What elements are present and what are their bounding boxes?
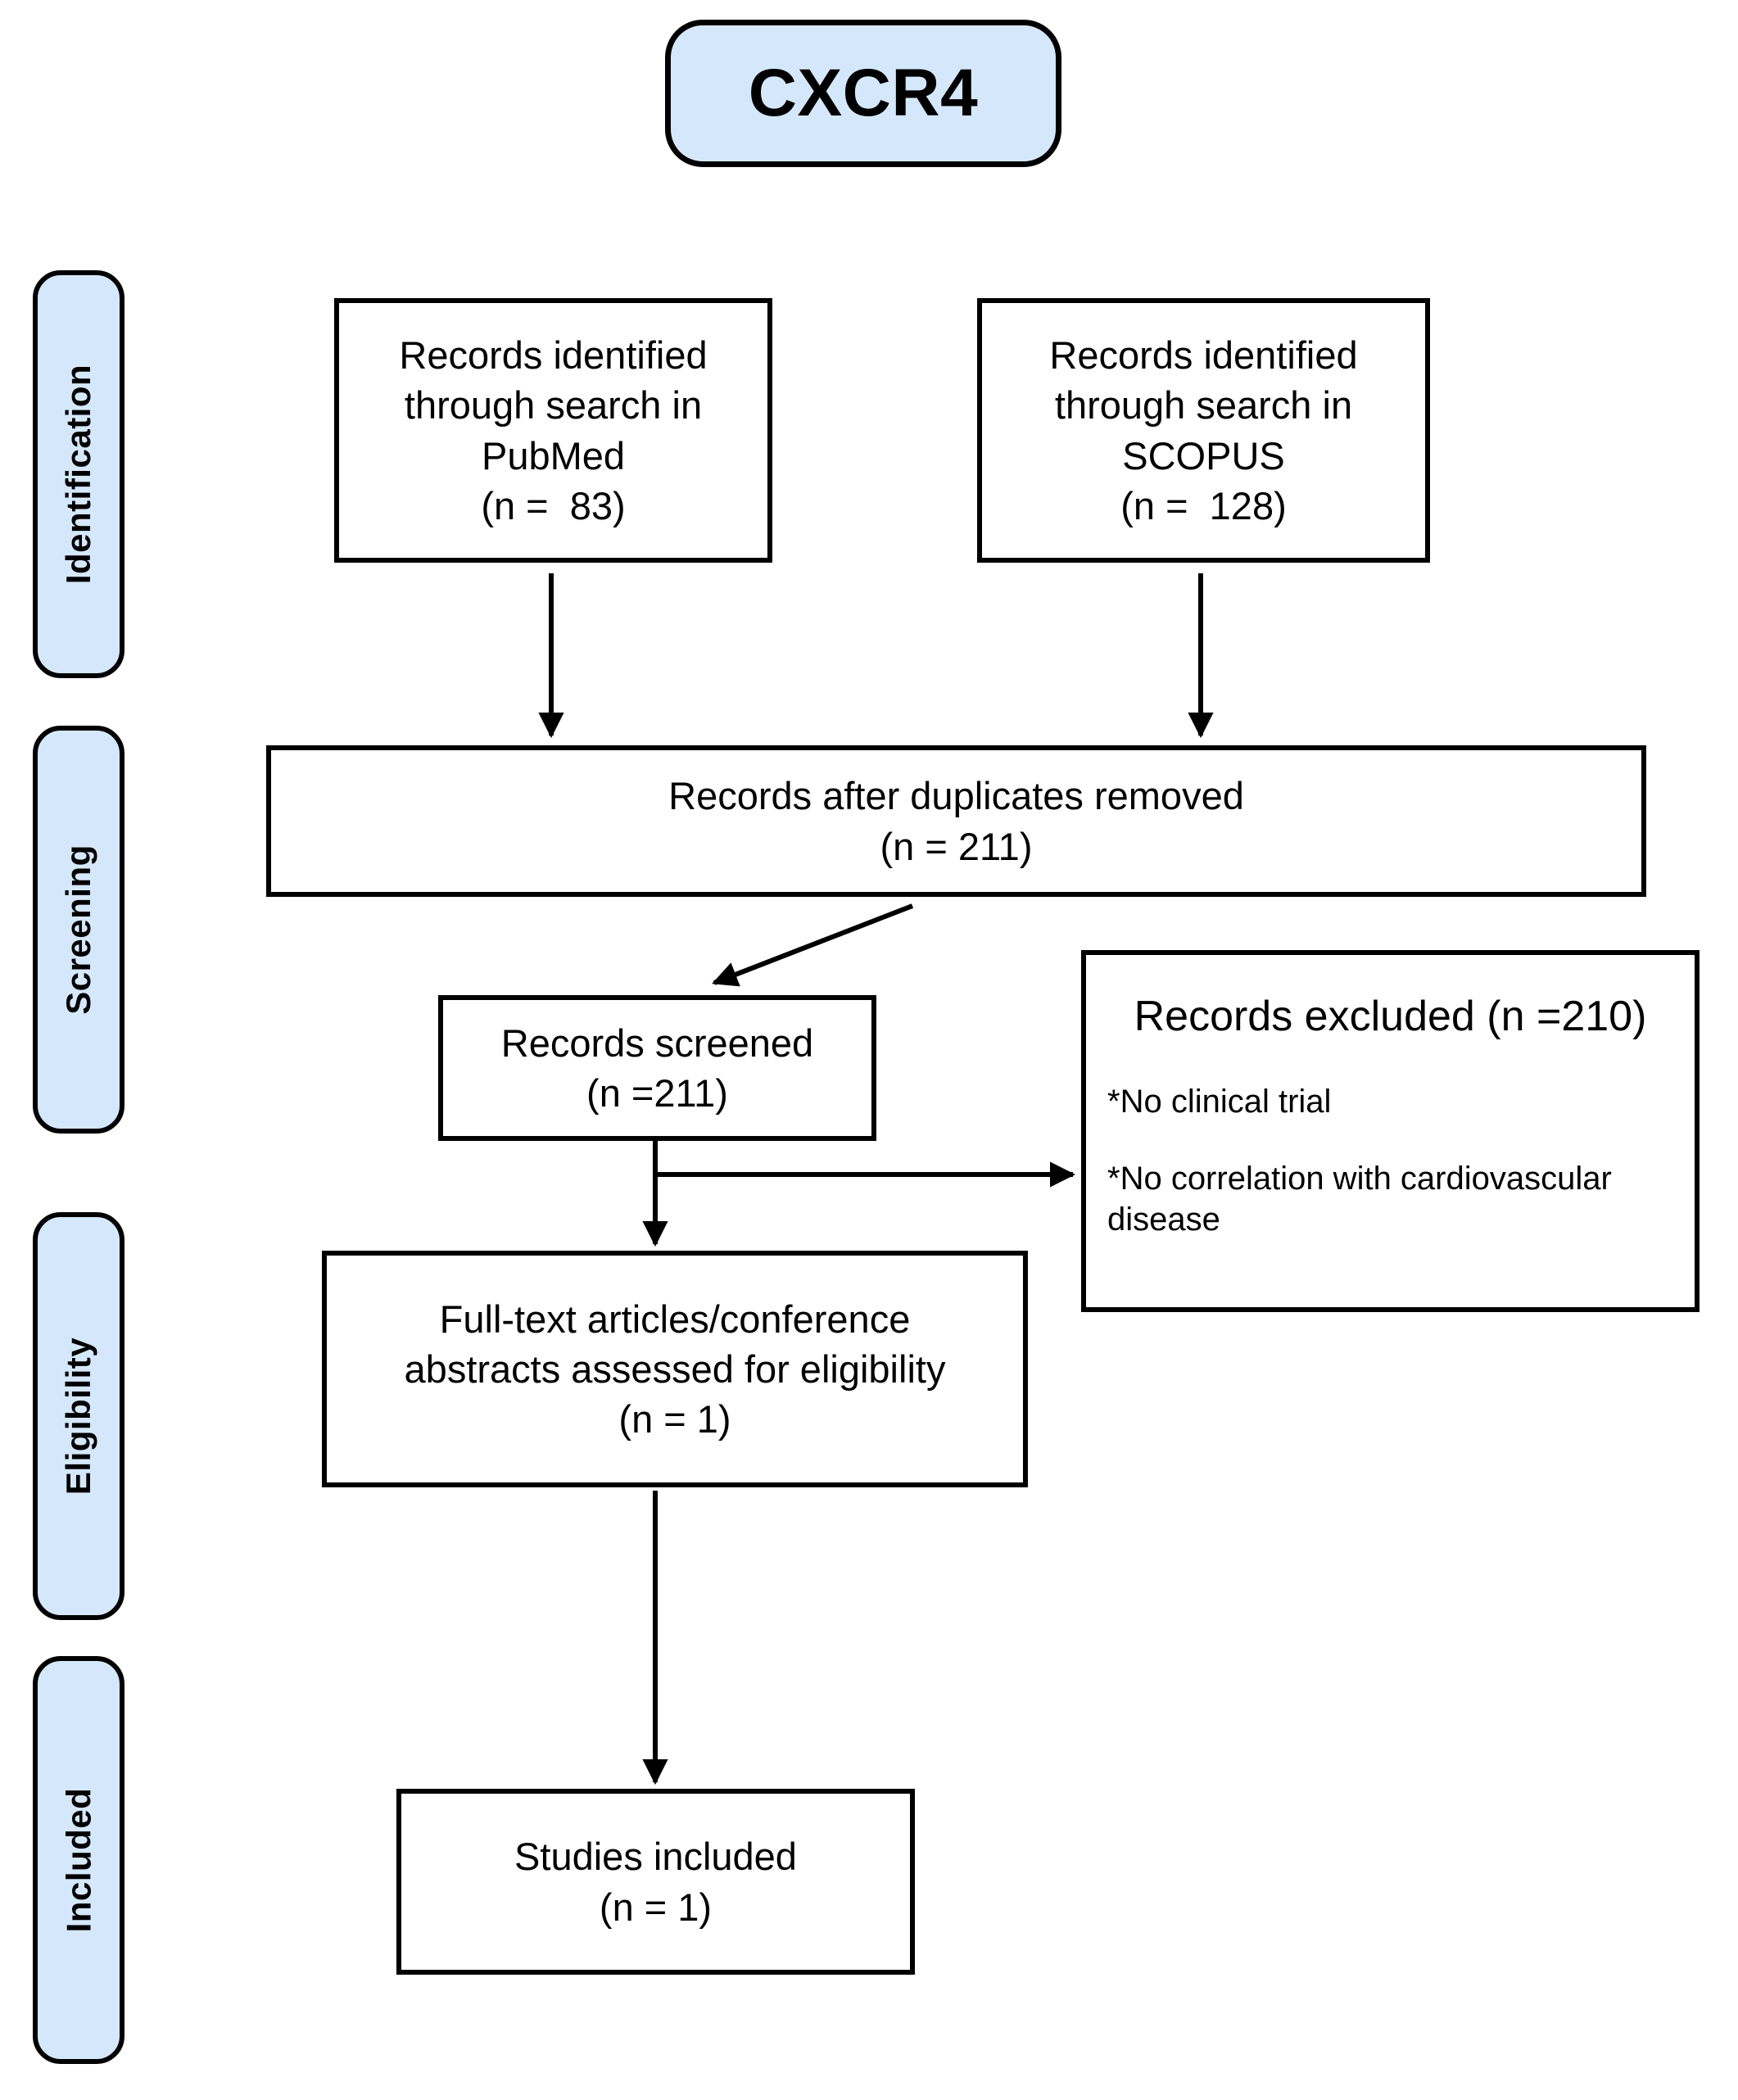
box-records-screened: Records screened (n =211) xyxy=(438,995,876,1141)
box-records-excluded: Records excluded (n =210) *No clinical t… xyxy=(1081,950,1700,1312)
box-records-identified-scopus: Records identified through search in SCO… xyxy=(977,298,1430,563)
box-line: Studies included xyxy=(514,1835,797,1879)
stage-label-eligibility: Eligibility xyxy=(33,1212,124,1620)
box-line: PubMed xyxy=(481,433,626,477)
box-line: Records screened xyxy=(500,1021,814,1065)
excluded-title: Records excluded (n =210) xyxy=(1134,993,1647,1040)
box-line: Records after duplicates removed xyxy=(668,774,1244,818)
stage-label-identification: Identification xyxy=(33,270,124,678)
arrow-duplicates-to-screened xyxy=(712,903,914,987)
stage-label-included: Included xyxy=(33,1656,124,2064)
box-line: SCOPUS xyxy=(1122,433,1285,477)
box-records-after-duplicates-removed: Records after duplicates removed (n = 21… xyxy=(266,745,1646,897)
box-line: Records identified xyxy=(399,333,708,378)
page-title: CXCR4 xyxy=(748,56,979,130)
box-records-identified-pubmed: Records identified through search in Pub… xyxy=(334,298,772,563)
excluded-reason: *No clinical trial xyxy=(1107,1083,1332,1120)
box-count: (n = 211) xyxy=(880,824,1033,868)
box-full-text-assessed-for-eligibility: Full-text articles/conference abstracts … xyxy=(322,1251,1028,1487)
diagram-title-box: CXCR4 xyxy=(665,20,1061,167)
stage-label-screening: Screening xyxy=(33,726,124,1134)
stage-label-text: Eligibility xyxy=(59,1337,97,1496)
box-line: Records identified xyxy=(1049,333,1358,378)
box-line: through search in xyxy=(404,383,703,428)
box-studies-included: Studies included (n = 1) xyxy=(396,1789,915,1975)
box-count: (n = 1) xyxy=(618,1397,731,1441)
box-line: Full-text articles/conference xyxy=(439,1297,911,1341)
stage-label-text: Included xyxy=(59,1787,97,1933)
excluded-reason: *No correlation with cardiovascular dise… xyxy=(1107,1160,1612,1238)
box-count: (n = 128) xyxy=(1120,483,1287,527)
box-count: (n = 83) xyxy=(481,483,626,527)
box-count: (n = 1) xyxy=(599,1885,713,1929)
stage-label-text: Identification xyxy=(59,364,97,585)
box-count: (n =211) xyxy=(586,1071,728,1115)
stage-label-text: Screening xyxy=(59,844,98,1015)
box-line: through search in xyxy=(1054,383,1353,428)
box-line: abstracts assessed for eligibility xyxy=(404,1346,946,1391)
